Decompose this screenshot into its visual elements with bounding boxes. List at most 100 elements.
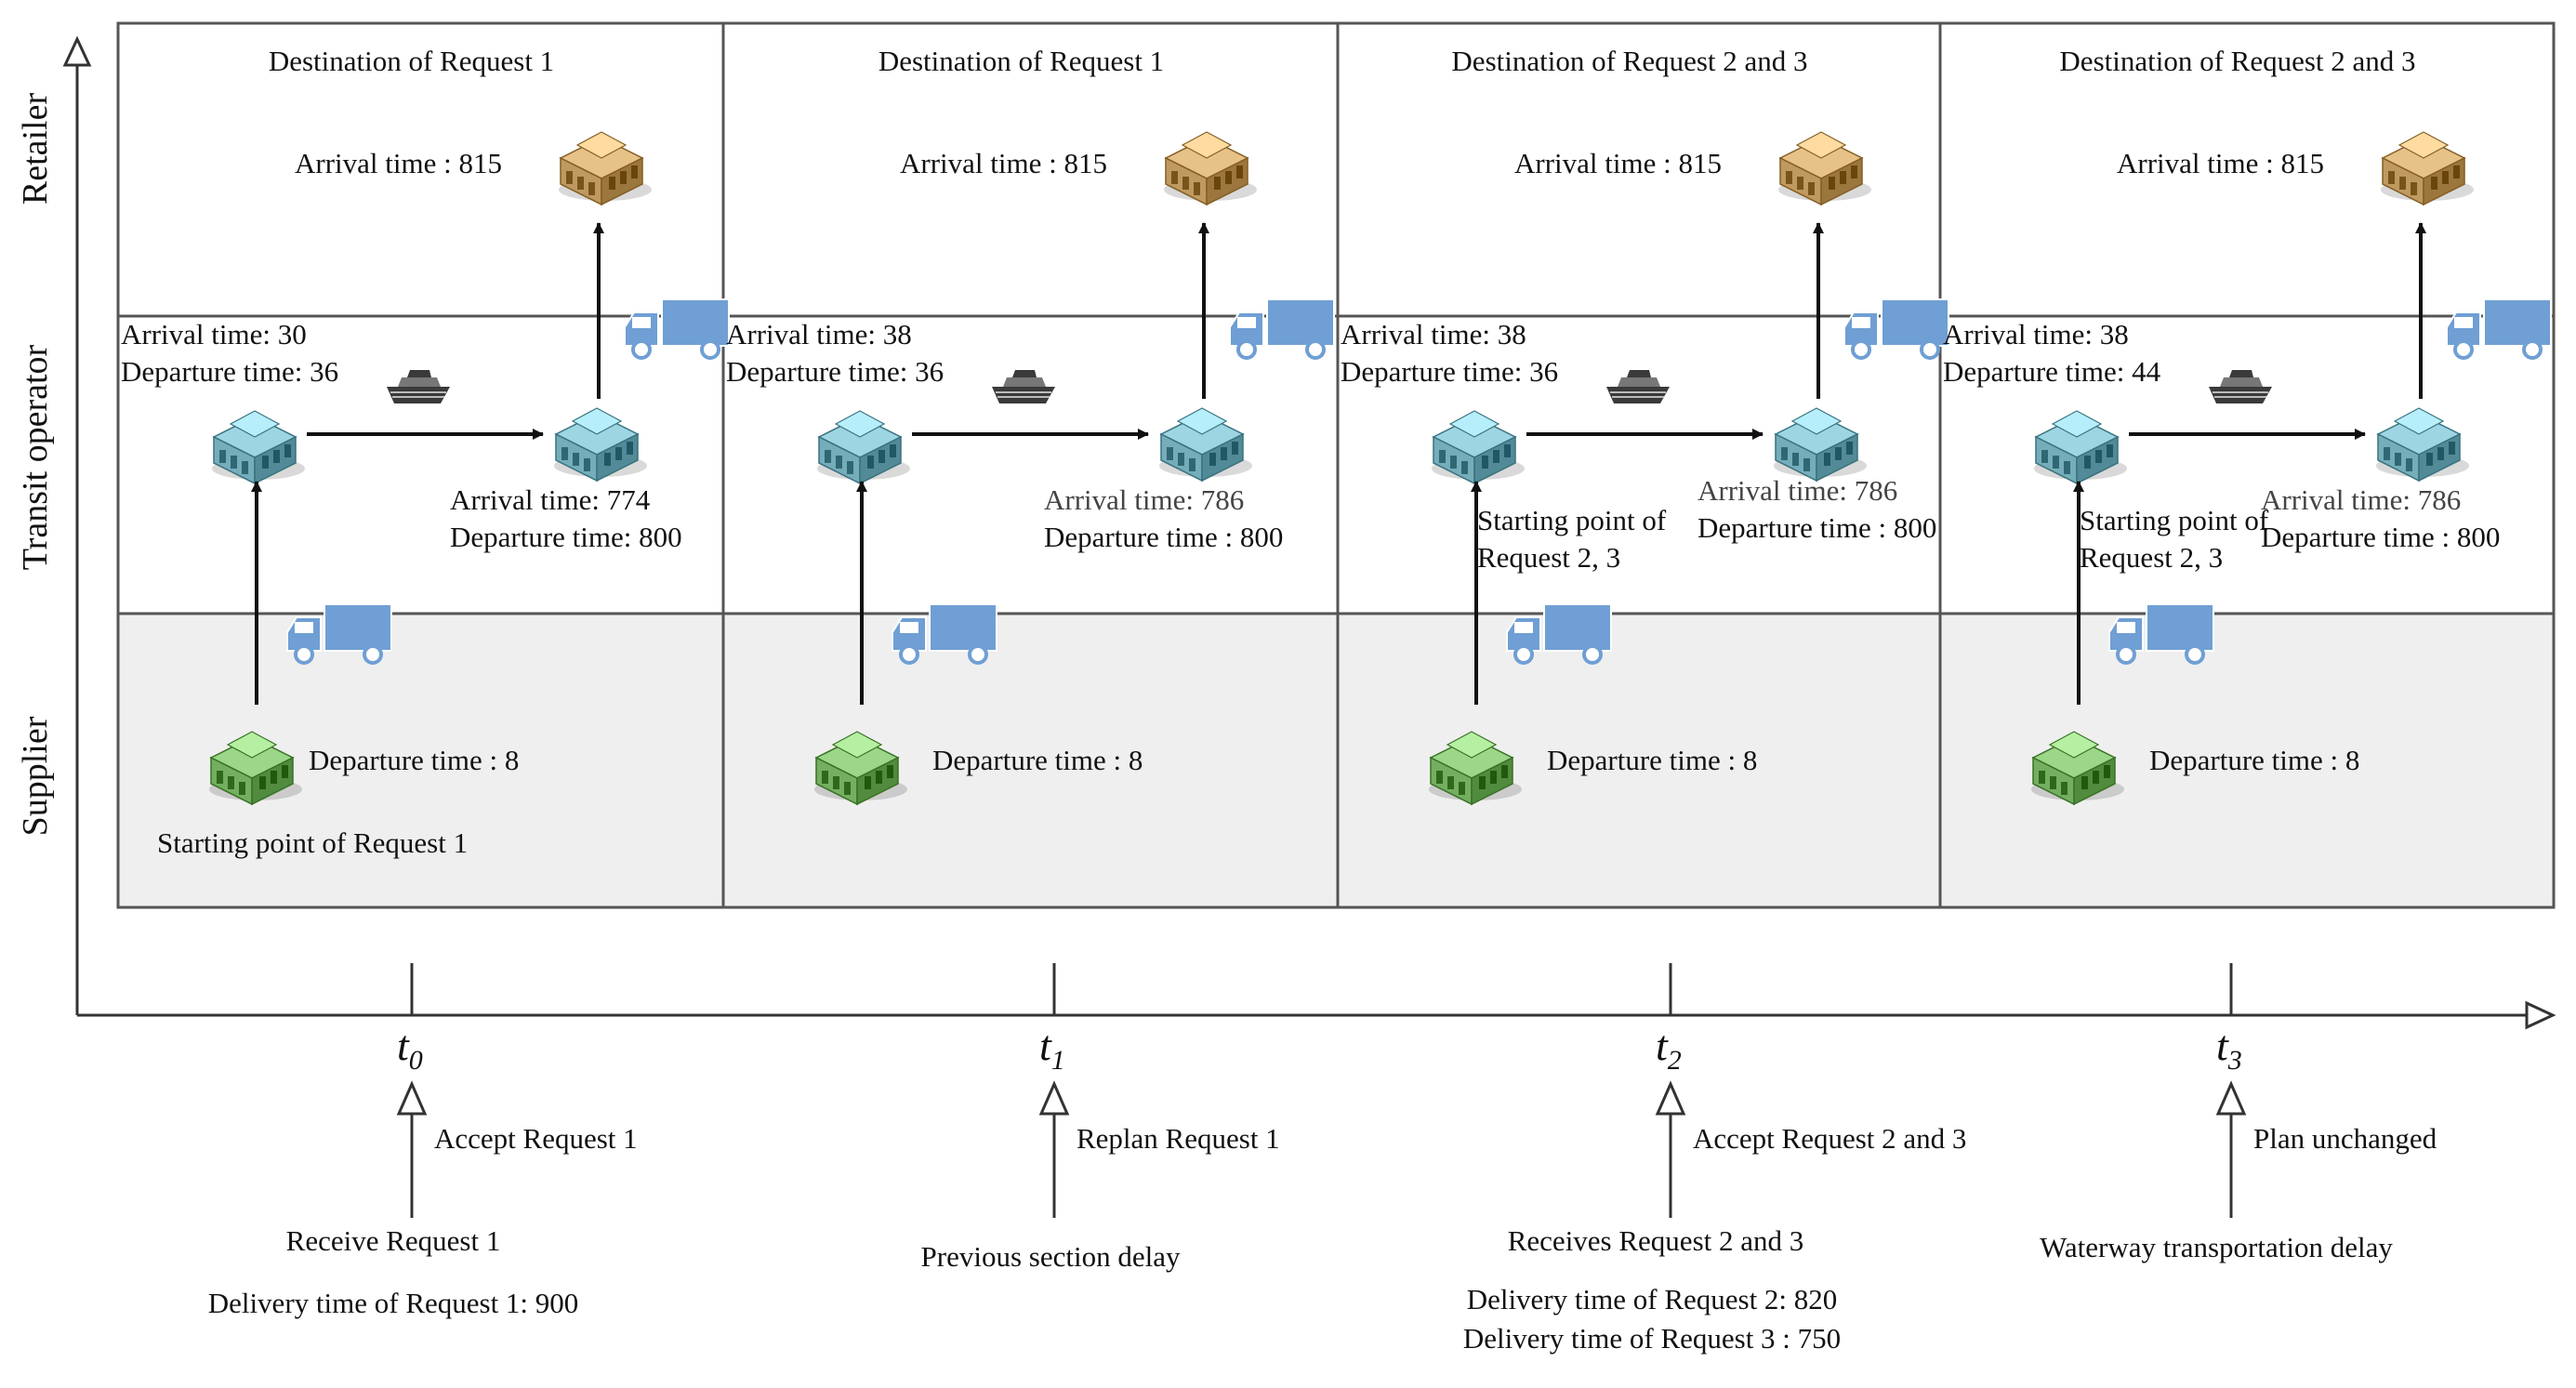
supplier-factory-icon — [1429, 731, 1522, 806]
tick-symbol: t — [397, 1022, 410, 1069]
retailer-store-icon — [559, 131, 652, 206]
tick-symbol: t — [1039, 1022, 1052, 1069]
timeline-detail-1: Delivery time of Request 1: 900 — [208, 1287, 579, 1319]
hub-in-departure-time: Departure time: 36 — [121, 355, 338, 388]
timeline-event-label: Receive Request 1 — [286, 1224, 501, 1257]
supplier-departure-time: Departure time : 8 — [1547, 744, 1757, 776]
timeline-action-label: Replan Request 1 — [1077, 1122, 1280, 1155]
x-axis-arrowhead — [2525, 1000, 2556, 1030]
lane-label-supplier: Supplier — [16, 716, 55, 836]
y-axis-arrowhead — [62, 35, 92, 67]
panel-1: Destination of Request 1 Arrival time : 8… — [726, 45, 1335, 806]
truck-icon-transit-retailer — [1229, 298, 1335, 360]
retailer-arrival-time: Arrival time : 815 — [1514, 147, 1722, 179]
supplier-band — [118, 614, 2554, 907]
hub-in-arrival-time: Arrival time: 38 — [726, 318, 912, 350]
supplier-departure-time: Departure time : 8 — [309, 744, 519, 776]
truck-icon-supplier-transit — [1506, 603, 1612, 665]
hub-in-departure-time: Departure time: 36 — [1341, 355, 1558, 388]
retailer-arrival-time: Arrival time : 815 — [2117, 147, 2324, 179]
supplier-factory-icon — [2031, 731, 2124, 806]
destination-label: Destination of Request 1 — [269, 45, 554, 77]
panel-0: Destination of Request 1 Arrival time : 8… — [121, 45, 730, 859]
hub-out-arrival-time: Arrival time: 786 — [1044, 483, 1244, 516]
transit-hub-in-icon — [212, 410, 305, 485]
axes — [62, 35, 2556, 1030]
hub-out-departure-time: Departure time : 800 — [1044, 521, 1283, 553]
supplier-departure-time: Departure time : 8 — [932, 744, 1143, 776]
tick-symbol: t — [1656, 1022, 1669, 1069]
tick-label: t3 — [2216, 1022, 2242, 1076]
panels-layer: Destination of Request 1 Arrival time : 8… — [121, 45, 2552, 859]
timeline-event-label: Receives Request 2 and 3 — [1508, 1224, 1804, 1257]
destination-label: Destination of Request 2 and 3 — [2059, 45, 2415, 77]
truck-icon-transit-retailer — [1843, 298, 1949, 360]
tick-subscript: 0 — [409, 1045, 423, 1076]
truck-icon-supplier-transit — [2108, 603, 2214, 665]
hub-out-arrival-time: Arrival time: 774 — [450, 483, 651, 516]
transit-hub-out-icon — [554, 407, 647, 482]
destination-label: Destination of Request 1 — [878, 45, 1164, 77]
transit-hub-out-icon — [1774, 407, 1867, 482]
truck-icon-supplier-transit — [286, 603, 392, 665]
supplier-factory-icon — [814, 731, 907, 806]
retailer-store-icon — [1778, 131, 1871, 206]
starting-point-label: Starting point of — [1477, 504, 1667, 536]
tick-subscript: 1 — [1051, 1045, 1065, 1076]
panel-2: Destination of Request 2 and 3 Arrival ti… — [1341, 45, 1949, 806]
tick-label: t2 — [1656, 1022, 1682, 1076]
event-arrowhead — [396, 1080, 428, 1116]
lane-label-transit: Transit operator — [16, 344, 55, 570]
truck-icon-transit-retailer — [624, 298, 730, 360]
event-arrowhead — [1655, 1080, 1686, 1116]
transit-hub-out-icon — [2376, 407, 2469, 482]
hub-out-arrival-time: Arrival time: 786 — [2261, 483, 2461, 516]
timeline-action-label: Accept Request 2 and 3 — [1693, 1122, 1966, 1155]
transit-hub-in-icon — [1432, 410, 1525, 485]
timeline-event-label: Waterway transportation delay — [2040, 1231, 2393, 1263]
starting-point-label-line2: Request 2, 3 — [2080, 541, 2223, 574]
retailer-store-icon — [1164, 131, 1257, 206]
truck-icon-transit-retailer — [2446, 298, 2552, 360]
hub-in-departure-time: Departure time: 36 — [726, 355, 944, 388]
supplier-factory-icon — [209, 731, 302, 806]
tick-symbol: t — [2216, 1022, 2229, 1069]
transit-hub-in-icon — [2034, 410, 2127, 485]
destination-label: Destination of Request 2 and 3 — [1451, 45, 1807, 77]
timeline-detail-2: Delivery time of Request 3 : 750 — [1463, 1322, 1841, 1355]
ship-icon — [992, 370, 1055, 403]
timeline-event-label: Previous section delay — [921, 1240, 1181, 1273]
event-arrowhead — [2215, 1080, 2247, 1116]
truck-icon-supplier-transit — [892, 603, 997, 665]
ship-icon — [2209, 370, 2272, 403]
retailer-arrival-time: Arrival time : 815 — [900, 147, 1107, 179]
hub-in-departure-time: Departure time: 44 — [1943, 355, 2161, 388]
starting-point-label: Starting point of — [2080, 504, 2269, 536]
event-arrowhead — [1038, 1080, 1070, 1116]
supplier-departure-time: Departure time : 8 — [2149, 744, 2359, 776]
timeline-action-label: Plan unchanged — [2253, 1122, 2437, 1155]
timeline-action-label: Accept Request 1 — [434, 1122, 638, 1155]
hub-out-departure-time: Departure time : 800 — [2261, 521, 2500, 553]
panel-3: Destination of Request 2 and 3 Arrival ti… — [1943, 45, 2552, 806]
retailer-arrival-time: Arrival time : 815 — [295, 147, 502, 179]
transit-hub-out-icon — [1159, 407, 1252, 482]
starting-point-label-line2: Request 2, 3 — [1477, 541, 1620, 574]
tick-subscript: 2 — [1668, 1045, 1682, 1076]
starting-point-label: Starting point of Request 1 — [157, 826, 468, 859]
hub-out-departure-time: Departure time : 800 — [1698, 511, 1936, 544]
hub-in-arrival-time: Arrival time: 38 — [1943, 318, 2129, 350]
tick-label: t0 — [397, 1022, 423, 1076]
ship-icon — [1606, 370, 1670, 403]
transit-hub-in-icon — [817, 410, 910, 485]
tick-subscript: 3 — [2227, 1045, 2242, 1076]
timeline-detail-1: Delivery time of Request 2: 820 — [1467, 1283, 1838, 1315]
retailer-store-icon — [2381, 131, 2474, 206]
hub-in-arrival-time: Arrival time: 30 — [121, 318, 307, 350]
hub-out-arrival-time: Arrival time: 786 — [1698, 474, 1897, 507]
ship-icon — [387, 370, 450, 403]
